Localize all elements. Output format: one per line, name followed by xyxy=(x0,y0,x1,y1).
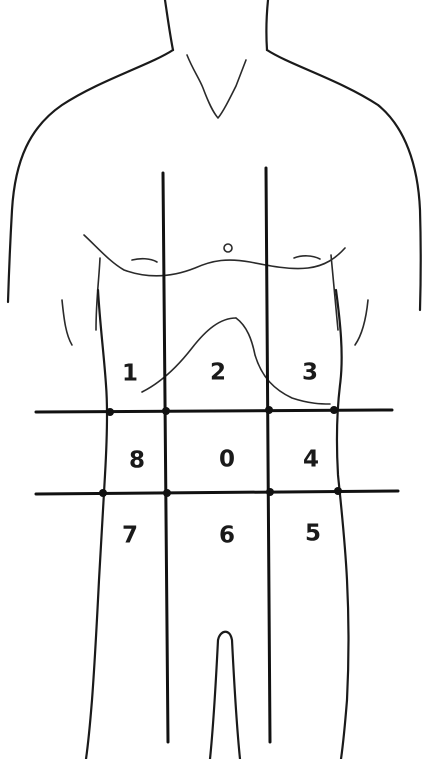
left-torso-outline xyxy=(86,290,107,759)
right-vertical-line xyxy=(266,168,270,742)
grid-junction-dot xyxy=(99,489,107,497)
right-shoulder-outline xyxy=(267,50,421,310)
grid-junction-dot xyxy=(106,408,114,416)
left-hand-outline xyxy=(62,300,72,345)
region-label-7: 7 xyxy=(122,523,138,549)
neck-left-outline xyxy=(165,0,173,50)
region-label-2: 2 xyxy=(210,360,226,386)
right-torso-outline xyxy=(336,290,349,759)
region-label-8: 8 xyxy=(129,448,145,474)
left-nipple-mark xyxy=(132,259,157,262)
grid-junction-dot xyxy=(266,488,274,496)
left-shoulder-outline xyxy=(8,50,173,302)
lower-horizontal-line xyxy=(36,491,398,494)
region-label-3: 3 xyxy=(302,360,318,386)
grid-junction-dot xyxy=(330,406,338,414)
region-labels: 1 2 3 8 0 4 7 6 5 xyxy=(122,360,321,549)
region-label-1: 1 xyxy=(122,361,138,387)
grid-junction-dot xyxy=(265,406,273,414)
grid-junction-dot xyxy=(334,487,342,495)
neck-right-outline xyxy=(266,0,268,50)
groin-outline xyxy=(210,632,240,759)
right-hand-outline xyxy=(355,300,368,345)
right-nipple-mark xyxy=(294,256,320,259)
sternum-mark xyxy=(224,244,232,252)
grid-junction-dot xyxy=(163,489,171,497)
upper-horizontal-line xyxy=(36,410,392,412)
grid-junction-dot xyxy=(162,407,170,415)
region-label-0: 0 xyxy=(219,447,235,473)
left-vertical-line xyxy=(163,173,168,742)
region-label-6: 6 xyxy=(219,523,235,549)
region-label-5: 5 xyxy=(305,521,321,547)
neck-collar-outline xyxy=(187,55,246,118)
region-label-4: 4 xyxy=(303,447,319,473)
